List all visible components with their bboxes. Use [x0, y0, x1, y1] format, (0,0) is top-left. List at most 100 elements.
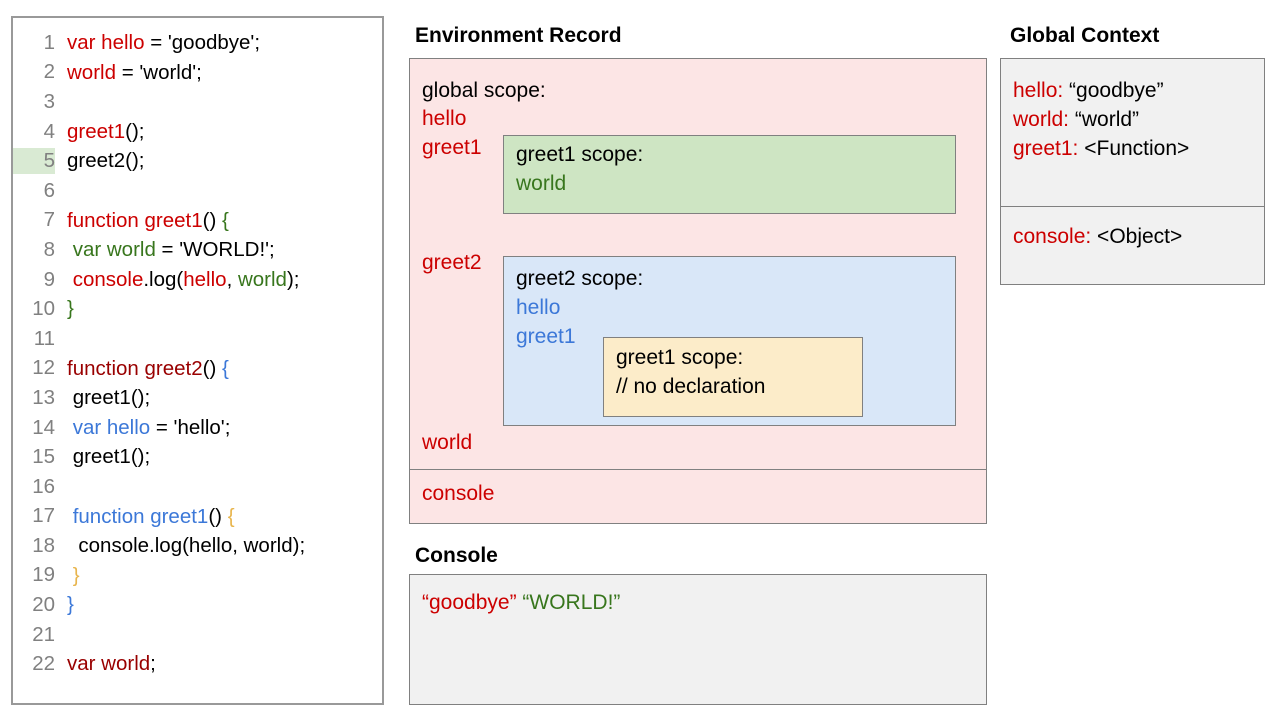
code-line[interactable]: 6	[13, 176, 382, 206]
code-token: {	[221, 356, 229, 380]
code-line-text: greet1();	[55, 383, 150, 413]
code-token: world	[237, 267, 287, 291]
greet2-scope-title: greet2 scope:	[516, 267, 644, 290]
greet1-inner-scope-box: greet1 scope: // no declaration	[603, 337, 863, 417]
code-line[interactable]: 10}	[13, 294, 382, 324]
global-var-value: “goodbye”	[1063, 79, 1164, 102]
code-line[interactable]: 17 function greet1() {	[13, 502, 382, 532]
code-token: var hello	[67, 415, 151, 439]
global-context-panel: hello: “goodbye” world: “world” greet1: …	[1000, 58, 1265, 285]
global-var-value: <Function>	[1078, 137, 1190, 160]
global-var-row: hello: “goodbye”	[1013, 79, 1164, 103]
console-output-line: “goodbye” “WORLD!”	[422, 591, 620, 615]
global-builtins-section: console: <Object>	[1001, 207, 1264, 283]
line-number: 18	[32, 533, 55, 557]
env-builtin-row: console	[410, 470, 986, 522]
line-number: 6	[43, 178, 55, 202]
line-number: 17	[32, 504, 55, 528]
code-line-text: var hello = 'hello';	[55, 413, 231, 443]
code-line-text: console.log(hello, world);	[55, 531, 305, 561]
global-var-key: hello:	[1013, 79, 1064, 102]
code-line[interactable]: 13 greet1();	[13, 383, 382, 413]
code-token: var world	[67, 238, 156, 262]
code-token: function greet2	[67, 356, 203, 380]
line-number: 10	[32, 297, 55, 321]
code-token: }	[67, 593, 74, 617]
code-token: world	[67, 60, 116, 84]
code-line[interactable]: 11	[13, 324, 382, 354]
code-line-text: greet1();	[55, 442, 150, 472]
line-number: 16	[32, 474, 55, 498]
code-line[interactable]: 9 console.log(hello, world);	[13, 265, 382, 295]
global-builtin-key: console:	[1013, 225, 1092, 248]
env-binding-console: console	[422, 482, 495, 505]
code-line[interactable]: 15 greet1();	[13, 442, 382, 472]
code-token: console	[67, 267, 144, 291]
code-token: greet1();	[67, 386, 151, 410]
global-builtin-value: <Object>	[1091, 225, 1183, 248]
code-token: {	[221, 208, 229, 232]
global-scope-label: global scope:	[422, 79, 546, 102]
code-line-text: var hello = 'goodbye';	[55, 28, 260, 58]
code-token: ,	[226, 267, 238, 291]
line-number: 20	[32, 593, 55, 617]
code-token: = 'world';	[116, 60, 202, 84]
global-scope-area: global scope: hello greet1 greet2 world …	[410, 59, 986, 470]
code-token: ();	[125, 119, 145, 143]
line-number: 7	[43, 208, 55, 232]
code-token: hello	[183, 267, 227, 291]
code-line[interactable]: 3	[13, 87, 382, 117]
code-line-text: }	[55, 590, 74, 620]
code-token: ;	[150, 652, 156, 676]
env-binding-hello: hello	[422, 107, 467, 130]
greet1-inner-scope-comment: // no declaration	[616, 375, 766, 398]
line-number: 3	[43, 89, 55, 113]
line-number: 9	[43, 267, 55, 291]
code-line[interactable]: 8 var world = 'WORLD!';	[13, 235, 382, 265]
global-var-key: greet1:	[1013, 137, 1079, 160]
console-output-token: “goodbye”	[422, 591, 517, 614]
code-token: function greet1	[67, 504, 209, 528]
code-line[interactable]: 20}	[13, 590, 382, 620]
code-line[interactable]: 14 var hello = 'hello';	[13, 413, 382, 443]
console-output-token: “WORLD!”	[522, 591, 621, 614]
env-binding-greet2: greet2	[422, 251, 482, 274]
code-line[interactable]: 21	[13, 620, 382, 650]
greet2-scope-binding-hello: hello	[516, 296, 561, 319]
line-number: 4	[43, 119, 55, 143]
line-number: 12	[32, 356, 55, 380]
code-token: ()	[202, 356, 222, 380]
env-binding-world: world	[422, 431, 473, 454]
code-token: = 'goodbye';	[144, 31, 261, 54]
greet1-scope-binding-world: world	[516, 172, 567, 195]
code-line-text: function greet1() {	[55, 206, 229, 236]
env-binding-greet1: greet1	[422, 136, 482, 159]
code-line[interactable]: 18 console.log(hello, world);	[13, 531, 382, 561]
code-token: console.log(hello, world);	[67, 534, 306, 558]
code-line-text: greet2();	[55, 146, 144, 176]
code-line-text: }	[55, 561, 80, 591]
code-token: ()	[202, 208, 222, 232]
code-token: .log(	[143, 267, 184, 291]
console-title: Console	[415, 544, 498, 567]
code-line-text: var world = 'WORLD!';	[55, 235, 275, 265]
global-var-key: world:	[1013, 108, 1070, 131]
code-line-text: function greet2() {	[55, 354, 229, 384]
line-number: 21	[32, 622, 55, 646]
global-context-title: Global Context	[1010, 24, 1160, 47]
greet1-scope-box: greet1 scope: world	[503, 135, 956, 214]
code-line[interactable]: 16	[13, 472, 382, 502]
code-token: function greet1	[67, 208, 203, 232]
greet1-inner-scope-title: greet1 scope:	[616, 346, 744, 369]
code-line[interactable]: 19 }	[13, 561, 382, 591]
code-token: );	[286, 267, 300, 291]
